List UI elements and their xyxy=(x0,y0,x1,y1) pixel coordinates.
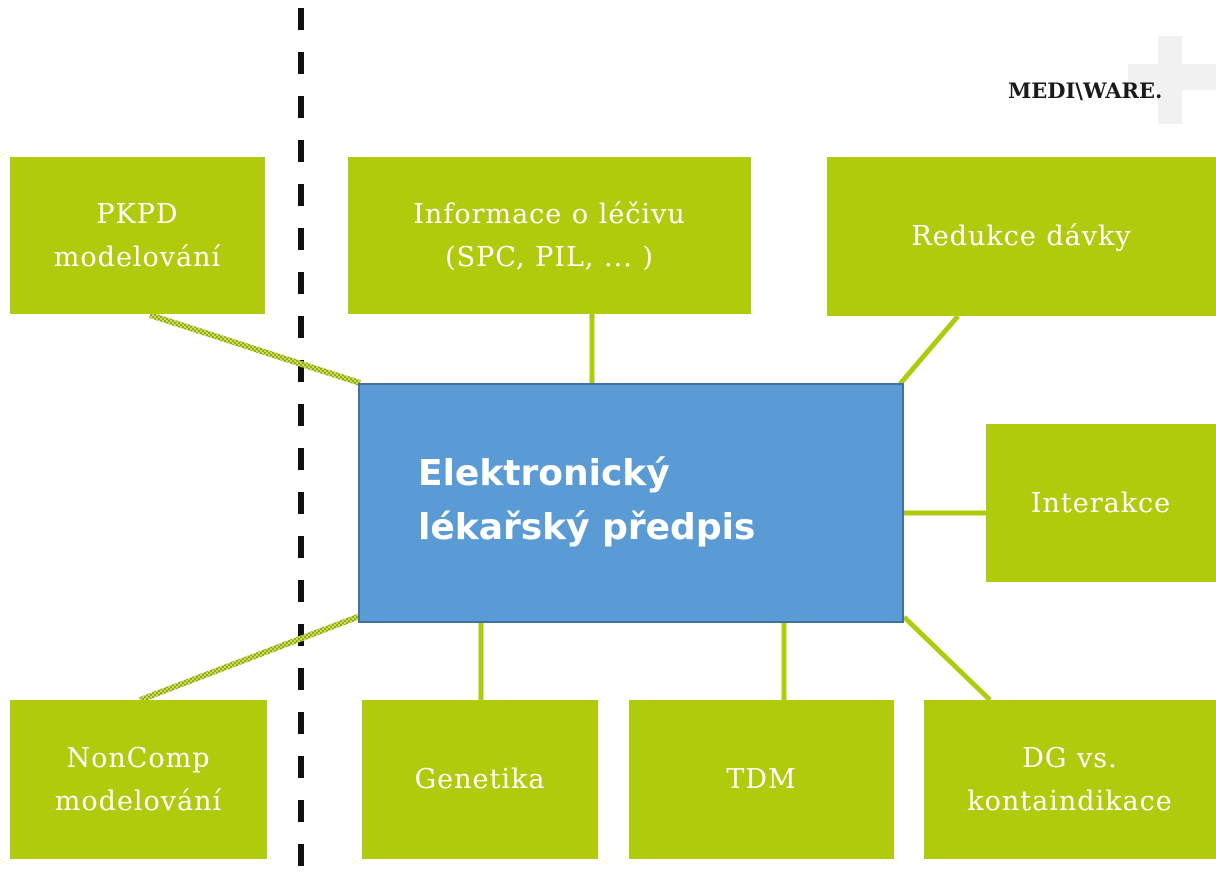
logo-plus-watermark xyxy=(1128,36,1216,124)
connector-noncomp xyxy=(138,613,362,703)
node-genetika-label: Genetika xyxy=(414,764,546,795)
connector-redukce xyxy=(898,314,960,386)
node-genetika: Genetika xyxy=(362,700,598,859)
node-dg-line1: DG vs. xyxy=(1022,742,1118,774)
node-informace-o-lecivu: Informace o léčivu (SPC, PIL, ... ) xyxy=(348,157,751,314)
node-noncomp-line2: modelování xyxy=(54,785,223,817)
node-interakce-label: Interakce xyxy=(1030,487,1172,519)
node-informace-line1: Informace o léčivu xyxy=(413,198,686,230)
center-elektronicky-predpis: Elektronický lékařský předpis xyxy=(358,383,904,623)
connector-pkpd xyxy=(149,312,361,386)
node-noncomp-modelovani: NonComp modelování xyxy=(10,700,267,859)
mediware-logo: MEDI\WARE. xyxy=(1008,78,1163,103)
node-dg-line2: kontaindikace xyxy=(967,785,1173,817)
node-redukce-davky: Redukce dávky xyxy=(827,157,1216,316)
node-tdm-label: TDM xyxy=(726,764,797,795)
node-pkpd-line1: PKPD xyxy=(96,198,179,230)
node-pkpd-modelovani: PKPD modelování xyxy=(10,157,265,314)
node-dg-vs-kontraindikace: DG vs. kontaindikace xyxy=(924,700,1216,859)
node-interakce: Interakce xyxy=(986,424,1216,582)
center-line1: Elektronický xyxy=(418,453,670,494)
connector-dg xyxy=(902,615,992,702)
node-informace-line2: (SPC, PIL, ... ) xyxy=(445,241,654,273)
node-tdm: TDM xyxy=(629,700,894,859)
center-line2: lékařský předpis xyxy=(418,507,756,548)
node-noncomp-line1: NonComp xyxy=(66,742,211,774)
node-pkpd-line2: modelování xyxy=(53,241,222,273)
node-redukce-label: Redukce dávky xyxy=(911,221,1132,252)
